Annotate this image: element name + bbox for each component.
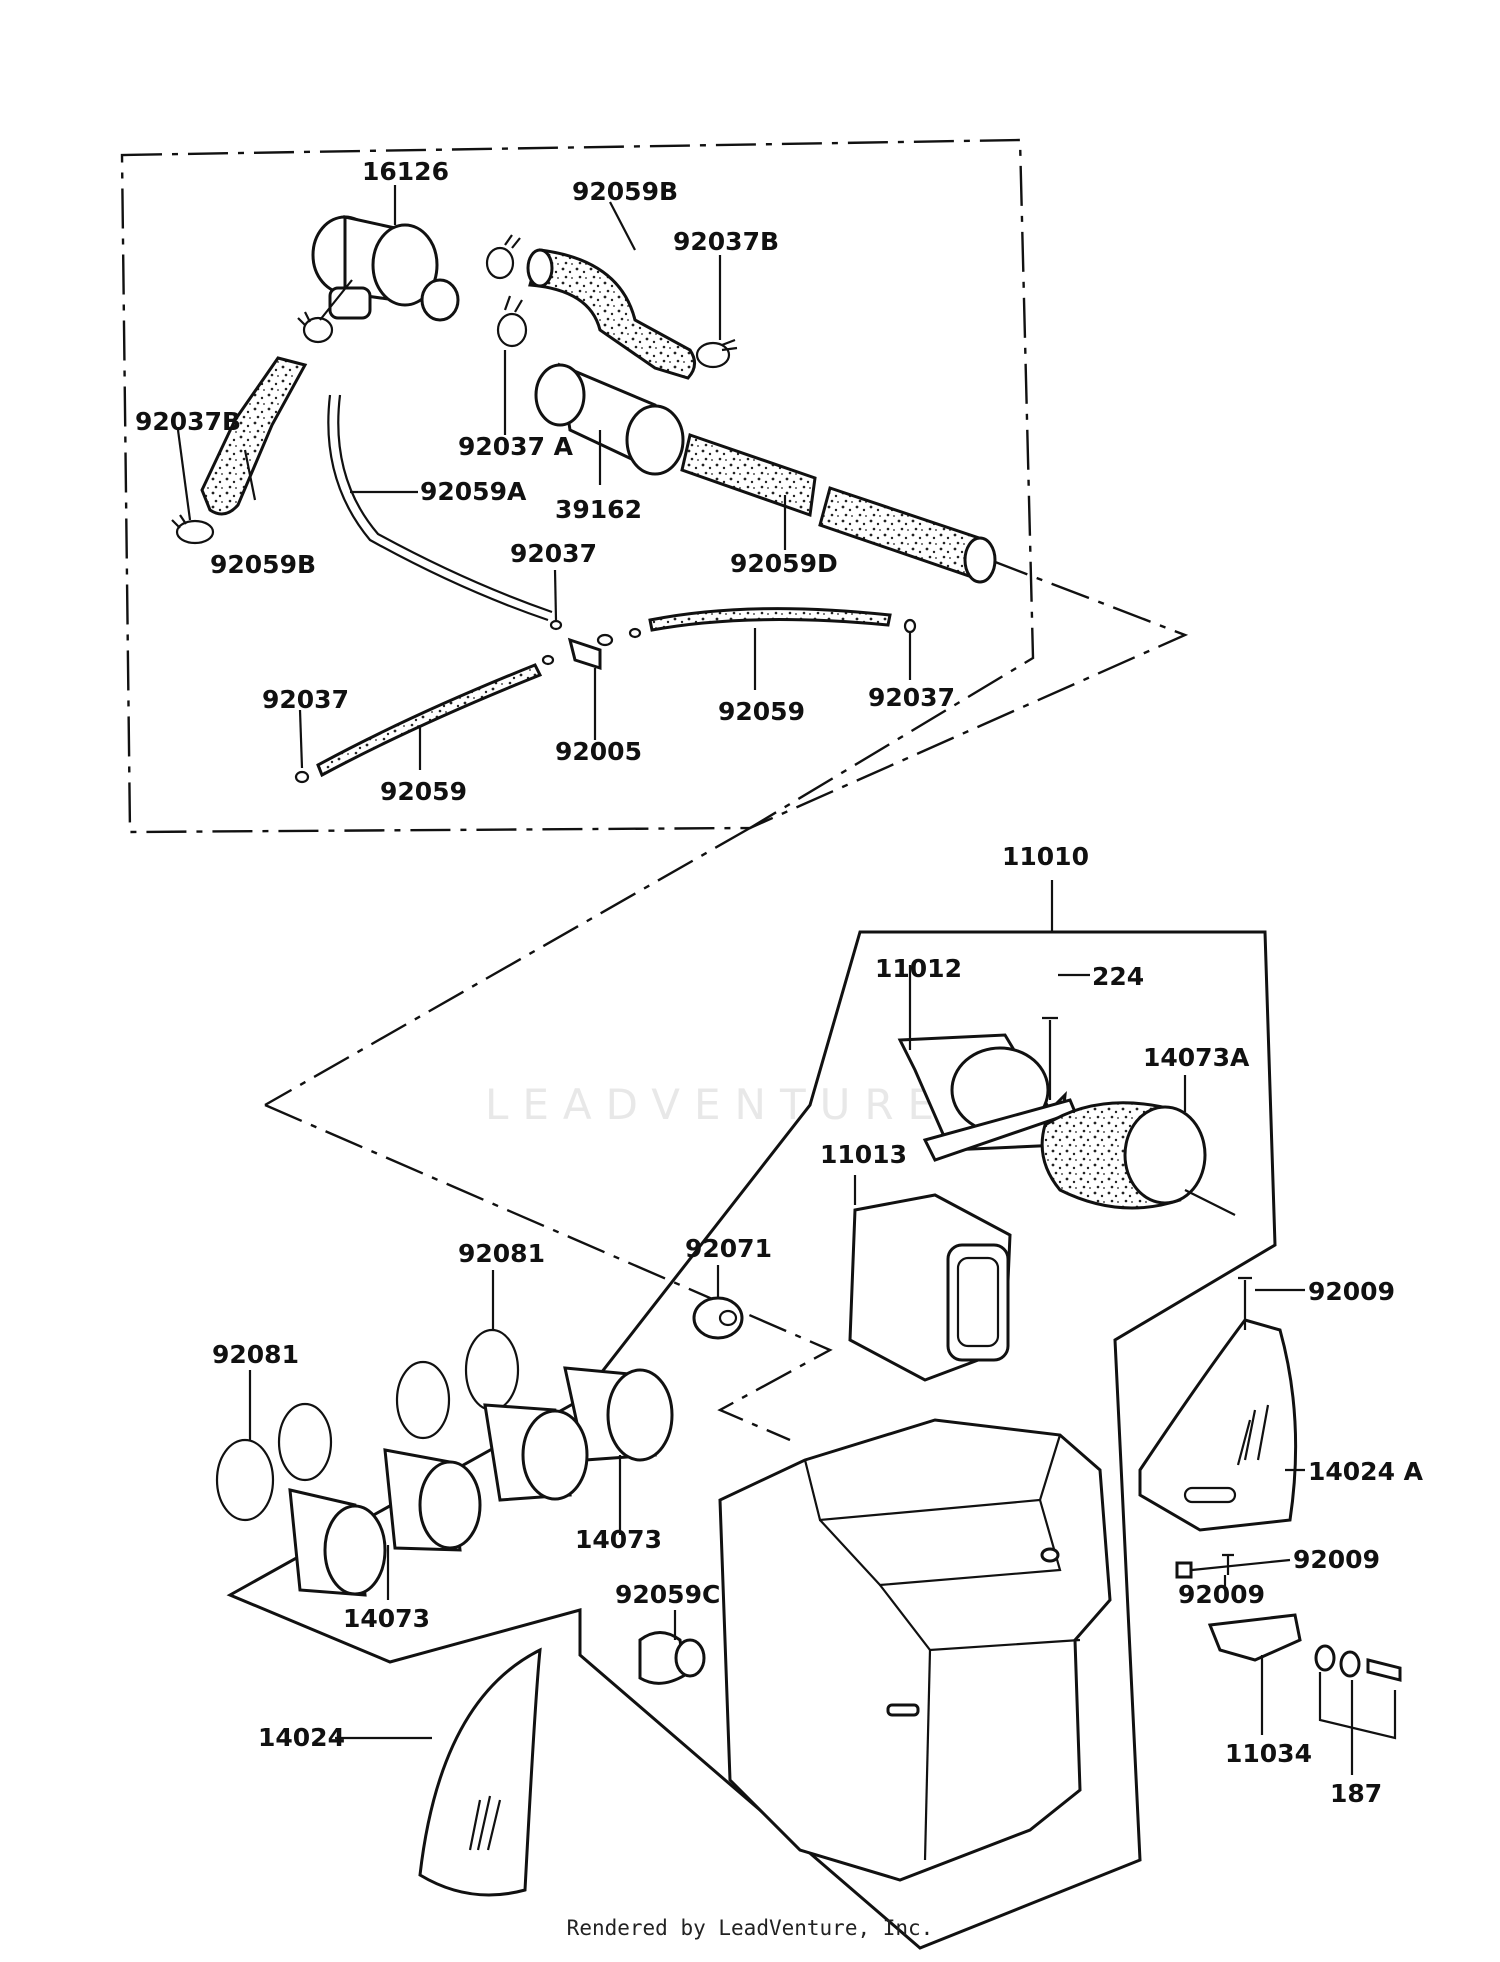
air-box-housing xyxy=(718,1418,1112,1882)
label-11034: 11034 xyxy=(1225,1739,1312,1768)
hose-92059d-1 xyxy=(680,433,817,518)
upper-frame-border xyxy=(120,138,1035,834)
clip-small xyxy=(541,654,555,666)
o-ring-92081-4 xyxy=(215,1438,275,1522)
bolt-set-187 xyxy=(1314,1644,1402,1740)
label-92037a: 92037 A xyxy=(458,432,574,461)
label-92009-low: 92009 xyxy=(1178,1580,1265,1609)
label-14073a: 14073A xyxy=(1143,1043,1250,1072)
label-92059c: 92059C xyxy=(615,1580,720,1609)
label-11013: 11013 xyxy=(820,1140,907,1169)
label-14073-right: 14073 xyxy=(575,1525,662,1554)
label-187: 187 xyxy=(1330,1779,1382,1808)
label-92009-mid: 92009 xyxy=(1293,1545,1380,1574)
hose-92059a xyxy=(327,394,549,622)
screw-92009-top xyxy=(1238,1276,1252,1330)
leader-lines xyxy=(176,185,1354,1775)
bracket-11034 xyxy=(1207,1613,1302,1662)
duct-14073-2 xyxy=(483,1403,589,1502)
label-92037b-top: 92037B xyxy=(673,227,779,256)
clip-92037-mid xyxy=(549,619,563,631)
label-92059b-top: 92059B xyxy=(572,177,678,206)
air-valve-16126 xyxy=(311,215,460,322)
label-14024: 14024 xyxy=(258,1723,345,1752)
filter-element-11013 xyxy=(848,1193,1012,1382)
label-92009-top: 92009 xyxy=(1308,1277,1395,1306)
clamp-left-upper xyxy=(297,311,334,344)
label-92071: 92071 xyxy=(685,1234,772,1263)
label-92081-left: 92081 xyxy=(212,1340,299,1369)
hose-end xyxy=(963,536,997,584)
elbow-92059c xyxy=(638,1631,706,1685)
side-cover-14024a xyxy=(1138,1318,1298,1532)
watermark: LEADVENTURE xyxy=(485,1080,949,1129)
hose-92059a-edge xyxy=(337,394,553,614)
clamp-92037a xyxy=(496,295,528,348)
label-92037b-left: 92037B xyxy=(135,407,241,436)
nut-92009-low xyxy=(1175,1561,1193,1579)
label-92059-left: 92059 xyxy=(380,777,467,806)
grommet-92071 xyxy=(692,1296,744,1340)
label-16126: 16126 xyxy=(362,157,449,186)
label-92059d: 92059D xyxy=(730,549,838,578)
screw-224 xyxy=(1042,1016,1058,1100)
label-92059b-left: 92059B xyxy=(210,550,316,579)
duct-14073-3 xyxy=(383,1448,482,1552)
clip-92037-right xyxy=(903,618,917,634)
side-cover-14024 xyxy=(418,1647,542,1897)
label-92059-right: 92059 xyxy=(718,697,805,726)
label-224: 224 xyxy=(1092,962,1144,991)
footer-credit: Rendered by LeadVenture, Inc. xyxy=(566,1916,934,1940)
clamp-92037b-left xyxy=(171,514,215,545)
label-11012: 11012 xyxy=(875,954,962,983)
hose-92059-left xyxy=(316,663,543,778)
o-ring-92081-2 xyxy=(395,1360,451,1440)
label-39162: 39162 xyxy=(555,495,642,524)
hose-92059-right xyxy=(648,607,892,632)
hose-92059b-top xyxy=(528,248,696,380)
label-92037-left: 92037 xyxy=(262,685,349,714)
label-92059a: 92059A xyxy=(420,477,527,506)
hose-92059b-left xyxy=(200,356,308,516)
label-14073-left: 14073 xyxy=(343,1604,430,1633)
clip-small xyxy=(628,627,642,639)
clip-92037-left xyxy=(294,770,310,784)
label-92037-right: 92037 xyxy=(868,683,955,712)
foam-14073a xyxy=(1040,1101,1236,1216)
lower-frame-border xyxy=(264,1103,833,1442)
label-92037-mid: 92037 xyxy=(510,539,597,568)
clamp-92037b-top xyxy=(695,338,738,369)
label-14024a: 14024 A xyxy=(1308,1457,1424,1486)
label-92005: 92005 xyxy=(555,737,642,766)
clamp-upper-1 xyxy=(485,234,521,280)
o-ring-92081-3 xyxy=(277,1402,333,1482)
lower-frame-link xyxy=(264,826,751,1107)
o-ring-92081-1 xyxy=(464,1328,520,1412)
duct-14073-4 xyxy=(288,1488,387,1597)
joint-92005 xyxy=(567,633,614,671)
upper-frame-link xyxy=(749,558,1189,830)
label-11010: 11010 xyxy=(1002,842,1089,871)
filter-39162 xyxy=(534,362,685,476)
hose-92059d-2 xyxy=(818,486,987,580)
screw-92009-mid xyxy=(1222,1553,1234,1575)
label-92081-top: 92081 xyxy=(458,1239,545,1268)
hose-end xyxy=(526,248,554,288)
